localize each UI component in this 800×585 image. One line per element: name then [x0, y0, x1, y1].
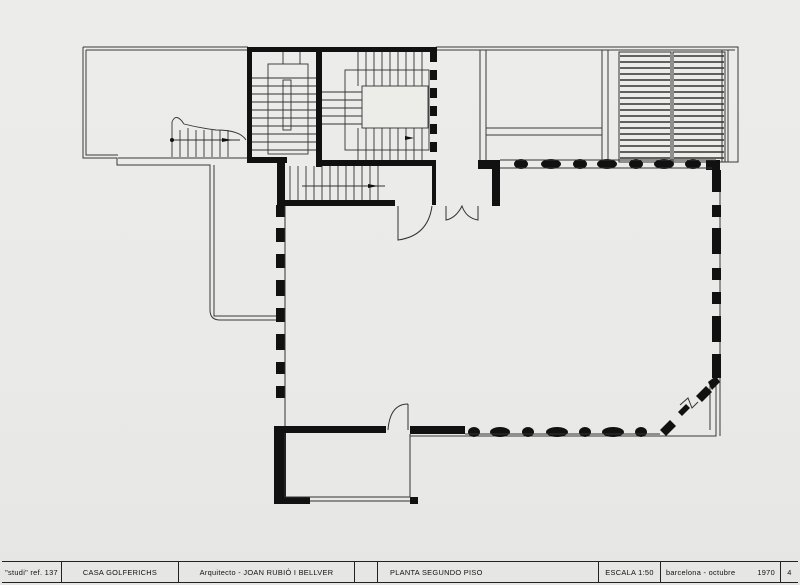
- title-block-project: CASA GOLFERICHS: [62, 562, 179, 582]
- title-block-place-date: barcelona - octubre 1970: [661, 562, 781, 582]
- title-block-scale: ESCALA 1:50: [599, 562, 661, 582]
- title-block-year: 1970: [757, 567, 776, 577]
- floor-plan-drawing: [82, 46, 739, 504]
- title-block-blank: [355, 562, 378, 582]
- title-block-sheet-title: PLANTA SEGUNDO PISO: [378, 562, 599, 582]
- title-block: "studi" ref. 137 CASA GOLFERICHS Arquite…: [2, 561, 798, 583]
- title-block-architect: Arquitecto - JOAN RUBIÓ I BELLVER: [179, 562, 355, 582]
- title-block-sheet-number: 4: [787, 567, 792, 577]
- title-block-place: barcelona - octubre: [665, 567, 736, 577]
- title-block-ref: "studi" ref. 137: [2, 562, 62, 582]
